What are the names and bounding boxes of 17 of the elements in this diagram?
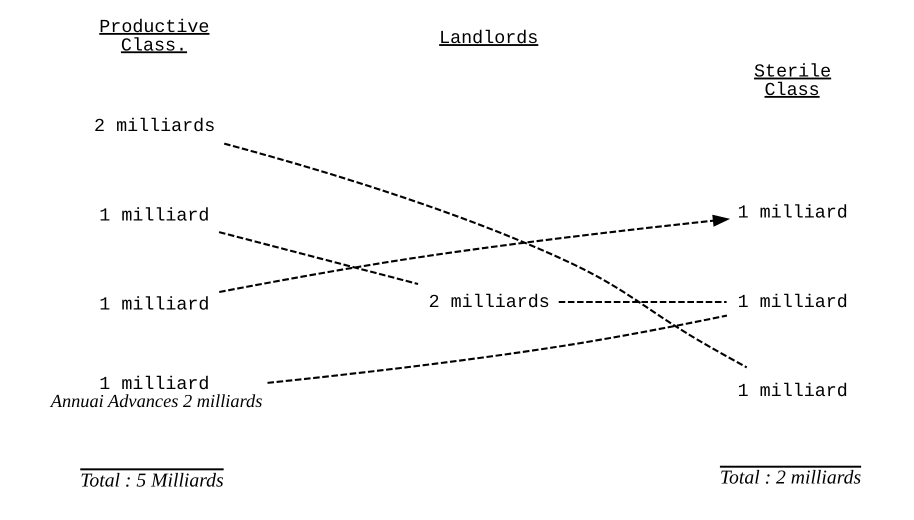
node-text: 1 milliard: [737, 292, 848, 313]
node-text: 1 milliard: [737, 202, 848, 224]
label: Productive Class.: [98, 16, 209, 56]
label: Total : 5 Milliards: [80, 469, 224, 492]
connector: [558, 300, 726, 304]
node-text: 2 milliards: [428, 292, 550, 313]
label: Landlords: [438, 28, 538, 50]
connector: [223, 142, 747, 368]
node-text: 1 milliard: [737, 381, 848, 402]
node-text: 2 milliards: [94, 116, 215, 138]
arrow: [218, 214, 730, 294]
connector: [218, 231, 418, 286]
node-text: 1 milliard: [98, 294, 209, 316]
connector: [266, 314, 727, 384]
node-text: 1 milliard: [98, 205, 209, 226]
label: Total : 2 milliards: [719, 466, 861, 489]
label: Sterile Class: [754, 62, 831, 101]
